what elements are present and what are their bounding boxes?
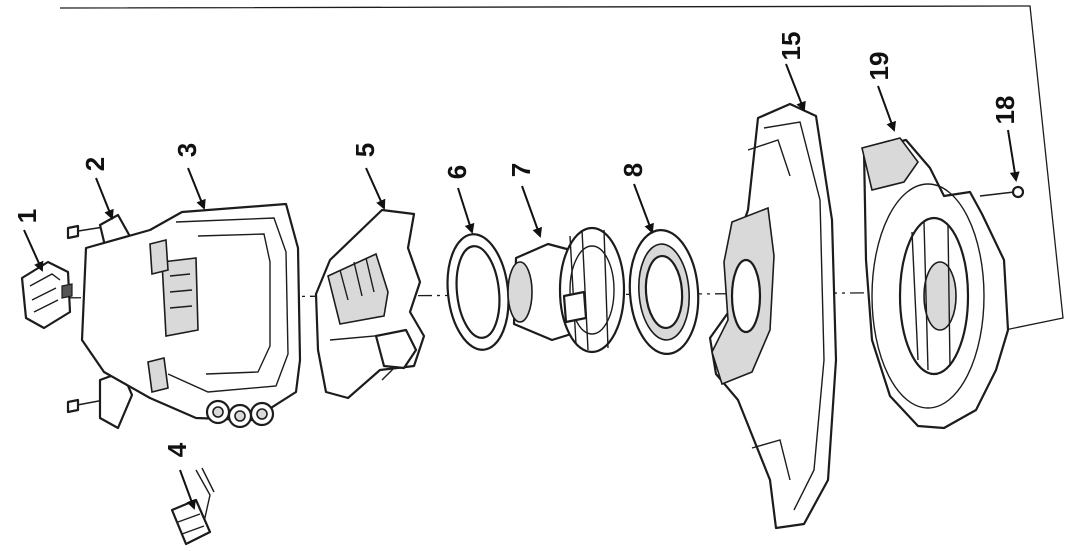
callout-1: 1 [12, 209, 42, 223]
part-5-inner-housing [314, 208, 426, 400]
callout-3: 3 [172, 143, 202, 157]
callout-6: 6 [442, 165, 472, 179]
part-8-seal [628, 229, 700, 355]
part-4-cable [170, 467, 215, 546]
callout-4: 4 [162, 442, 192, 457]
callout-labels: 1 2 3 4 5 6 7 8 15 19 18 [12, 32, 1020, 458]
callout-18: 18 [990, 96, 1020, 125]
callout-15: 15 [776, 32, 806, 61]
part-18-screw [979, 185, 1025, 199]
part-3-housing [80, 202, 302, 429]
part-15-base-shell [708, 102, 838, 530]
callout-19: 19 [864, 52, 894, 81]
callout-2: 2 [80, 157, 110, 171]
callout-5: 5 [350, 143, 380, 157]
part-19-fan-base [861, 137, 1010, 430]
part-7-motor [507, 226, 626, 354]
callout-8: 8 [618, 163, 648, 177]
assembly-frame-line [59, 5, 1064, 331]
callout-7: 7 [506, 163, 536, 177]
callout-leaders [23, 63, 1020, 510]
part-1-clip [20, 260, 73, 330]
part-6-ring [446, 233, 510, 351]
